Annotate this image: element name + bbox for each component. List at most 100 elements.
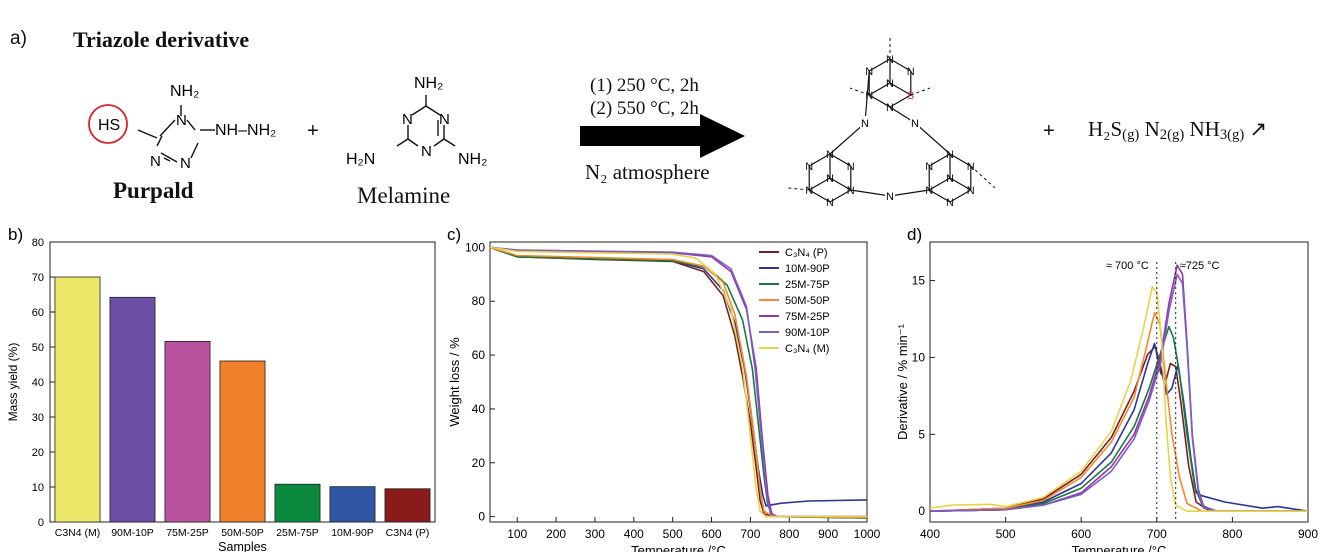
byproduct-h2s-state: (g) bbox=[1122, 127, 1140, 143]
right-unit-bond bbox=[949, 189, 972, 203]
left-unit-atom: N bbox=[805, 185, 813, 197]
chart-b-bar bbox=[219, 360, 266, 523]
bridge-n-atom: N bbox=[911, 118, 919, 130]
purpald-hs: HS bbox=[98, 117, 120, 134]
chart-c-xtick-label: 900 bbox=[818, 527, 838, 541]
chart-c-xtick-label: 800 bbox=[779, 527, 799, 541]
right-unit-inner-bond bbox=[949, 177, 972, 191]
chart-d-annotation-label: ≈725 °C bbox=[1180, 260, 1220, 272]
chart-b-ytick-label: 60 bbox=[32, 307, 44, 319]
plus-sign-1: + bbox=[307, 120, 319, 142]
purpald-n2: N bbox=[150, 153, 161, 170]
bridge-bond bbox=[914, 122, 951, 155]
chart-c-legend-entry: 75M-25P bbox=[785, 311, 830, 323]
step1-condition: (1) 250 °C, 2h bbox=[590, 75, 699, 96]
chart-b-bar bbox=[329, 486, 376, 523]
chart-b-ytick-label: 70 bbox=[32, 272, 44, 284]
chart-b-ytick-label: 30 bbox=[32, 412, 44, 424]
chart-c-series-line bbox=[489, 246, 867, 518]
left-unit-atom: N bbox=[805, 161, 813, 173]
purpald-n3: N bbox=[180, 155, 191, 172]
chart-c-legend-entry: C₃N₄ (M) bbox=[785, 343, 829, 355]
left-unit-bond bbox=[829, 153, 852, 167]
chart-c-legend-entry: 25M-75P bbox=[785, 279, 830, 291]
chart-c-ytick-label: 0 bbox=[478, 510, 485, 524]
purpald-n1: N bbox=[176, 112, 187, 129]
chart-b-xtick-label: 10M-90P bbox=[331, 527, 374, 539]
chart-b-xtick-label: 90M-10P bbox=[111, 527, 154, 539]
chart-c-series-line bbox=[489, 246, 868, 519]
purpald-structure: HS NH₂ N NH–NH₂ N N bbox=[88, 83, 276, 172]
byproduct-n2-state: 2(g) bbox=[1159, 127, 1185, 143]
atmosphere-condition: N₂ atmosphere bbox=[585, 160, 710, 184]
chart-c-ylabel: Weight loss / % bbox=[447, 337, 462, 427]
chart-c-panel-label: c) bbox=[447, 225, 461, 244]
chart-c-xtick-label: 400 bbox=[624, 527, 644, 541]
gas-release-arrow: ↗ bbox=[1249, 117, 1268, 141]
chart-d-ytick-label: 15 bbox=[912, 273, 926, 287]
right-unit-atom: N bbox=[946, 197, 954, 209]
purpald-nh2: NH₂ bbox=[170, 83, 199, 100]
chart-b-ytick-label: 10 bbox=[32, 482, 44, 494]
right-unit-atom: N bbox=[967, 161, 975, 173]
panel-a-label: a) bbox=[10, 28, 27, 49]
melamine-n1: N bbox=[439, 111, 450, 128]
chart-d-series-line bbox=[929, 285, 1308, 513]
chart-c-ytick-label: 60 bbox=[472, 348, 486, 362]
chart-c-xtick-label: 100 bbox=[507, 527, 527, 541]
chart-b-xtick-label: 25M-75P bbox=[276, 527, 319, 539]
chart-b-panel-label: b) bbox=[8, 225, 23, 244]
left-unit-bond bbox=[808, 189, 831, 203]
top-unit-bond bbox=[868, 58, 891, 72]
chart-c-ytick-label: 80 bbox=[472, 294, 486, 308]
left-unit-atom: N bbox=[847, 161, 855, 173]
melamine-structure: NH₂ N N N H₂N NH₂ bbox=[346, 75, 487, 168]
chart-b-bar bbox=[54, 276, 101, 523]
chart-d-xtick-label: 800 bbox=[1222, 527, 1242, 541]
left-unit-bond bbox=[808, 153, 831, 167]
chart-c-plot-frame bbox=[489, 241, 868, 523]
purpald-nhnh2: NH–NH₂ bbox=[215, 122, 276, 139]
byproducts: H₂S(g) N2(g) NH3(g) ↗ bbox=[1088, 117, 1267, 144]
right-unit-bond bbox=[949, 153, 972, 167]
chart-c-legend-entry: 90M-10P bbox=[785, 327, 830, 339]
top-unit-center-atom: N bbox=[886, 78, 894, 90]
right-unit-atom: N bbox=[925, 185, 933, 197]
bridge-n-bg bbox=[910, 116, 920, 128]
panel-a-title: Triazole derivative bbox=[73, 27, 250, 52]
chart-b-ytick-label: 50 bbox=[32, 342, 44, 354]
chart-d-series-line bbox=[929, 273, 1308, 513]
chart-d-series-line bbox=[929, 325, 1308, 513]
byproduct-h2s: H₂S bbox=[1088, 117, 1123, 141]
reaction-arrow bbox=[580, 114, 745, 158]
top-unit-bond bbox=[868, 94, 891, 108]
bridge-n-bg bbox=[860, 116, 870, 128]
left-unit-center-atom: N bbox=[826, 173, 834, 185]
chart-d-series-line bbox=[929, 342, 1309, 512]
right-unit-bond bbox=[928, 189, 951, 203]
chart-c-ytick-label: 40 bbox=[472, 402, 486, 416]
hs-highlight-circle bbox=[88, 104, 128, 144]
melamine-h2n: H₂N bbox=[346, 151, 375, 168]
melamine-n2: N bbox=[402, 111, 413, 128]
chart-c-ytick-label: 100 bbox=[465, 240, 485, 254]
top-unit-bond bbox=[889, 94, 912, 108]
left-unit-atom: N bbox=[826, 197, 834, 209]
bridge-bond bbox=[850, 189, 891, 197]
chart-d-xlabel: Temperature /°C bbox=[1072, 543, 1167, 552]
chart-c-xtick-label: 1000 bbox=[854, 527, 881, 541]
top-unit-atom: N bbox=[865, 90, 873, 102]
chart-d-xtick-label: 700 bbox=[1147, 527, 1167, 541]
chart-d-panel-label: d) bbox=[907, 225, 922, 244]
chart-d-series-line bbox=[929, 312, 1308, 513]
left-unit-bond bbox=[829, 189, 852, 203]
byproduct-n2: N bbox=[1144, 117, 1160, 141]
chart-c-xtick-label: 200 bbox=[546, 527, 566, 541]
left-unit-inner-bond bbox=[808, 177, 831, 191]
chart-b-ytick-label: 40 bbox=[32, 377, 44, 389]
chart-d-plot-frame bbox=[929, 241, 1309, 523]
right-unit-atom: N bbox=[967, 185, 975, 197]
